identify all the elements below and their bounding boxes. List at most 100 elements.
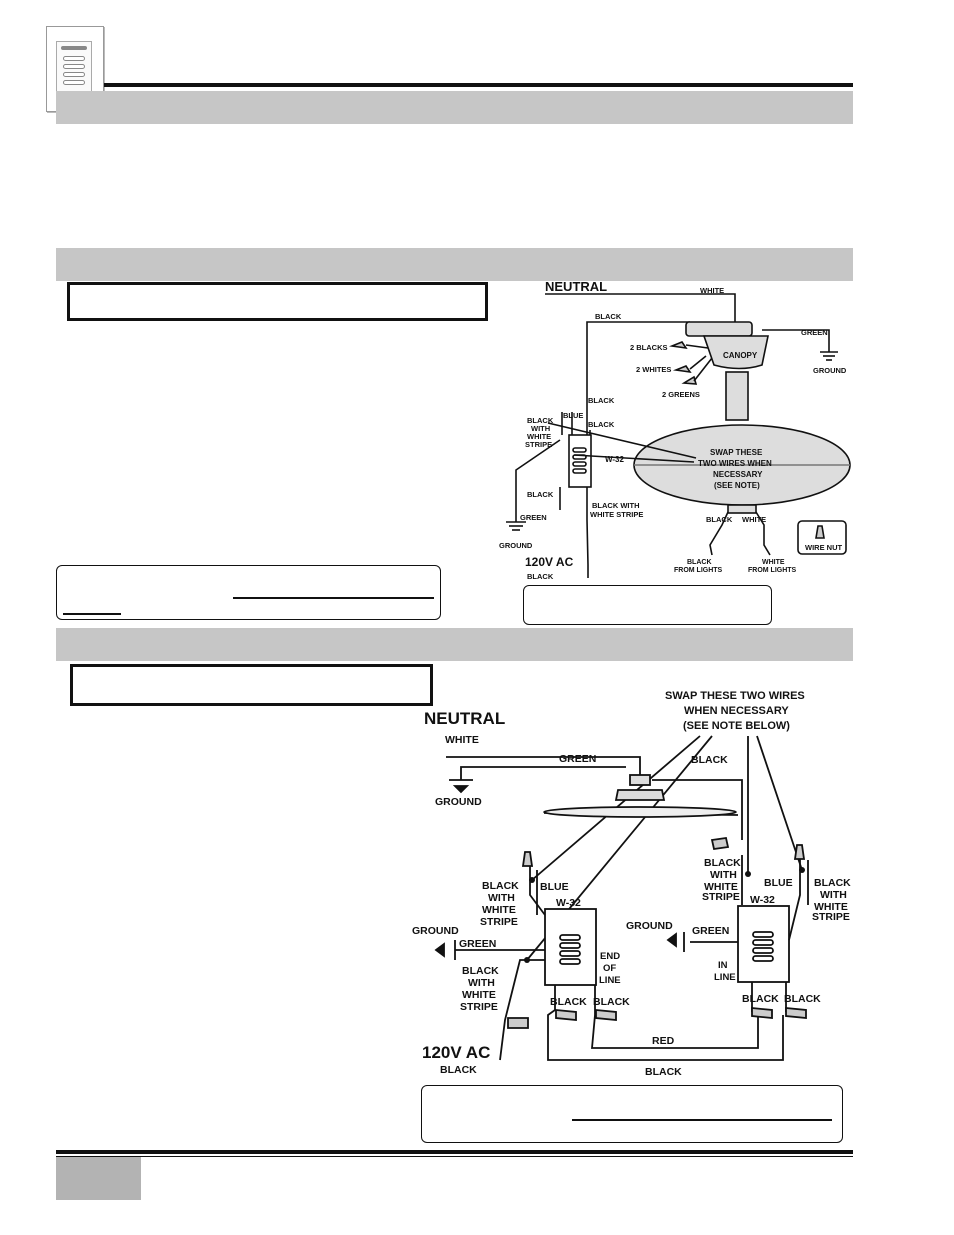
model-label: W-32 (605, 455, 625, 464)
blue-label: BLUE (563, 411, 583, 420)
control-button-icon (63, 64, 85, 69)
green-label: GREEN (459, 938, 496, 950)
two-greens-label: 2 GREENS (662, 390, 700, 399)
wiring-diagram-multi: SWAP THESE TWO WIRES WHEN NECESSARY (SEE… (412, 690, 851, 1078)
model-label: W-32 (750, 894, 775, 906)
ac-label: 120V AC (422, 1043, 490, 1062)
light-black-label: BLACK (706, 515, 733, 524)
swap-label: (SEE NOTE) (714, 481, 760, 490)
swap-label: SWAP THESE (710, 448, 763, 457)
model-label: W-32 (556, 897, 581, 909)
white-label: WHITE (700, 286, 724, 295)
light-white-label: WHITE (742, 515, 766, 524)
swap-label: (SEE NOTE BELOW) (683, 720, 790, 732)
white-label: WHITE (445, 734, 479, 746)
canopy-label: CANOPY (723, 351, 758, 360)
diagram-1-caption-box (523, 585, 772, 625)
bws-label: WHITE (482, 904, 516, 916)
swap-label: NECESSARY (713, 470, 763, 479)
bws-label: WITH (468, 977, 495, 989)
end-of-line-label: LINE (599, 975, 621, 986)
bws-label: BLACK (704, 857, 741, 869)
from-lights-label: WHITE (762, 559, 785, 566)
black-label: BLACK (593, 996, 630, 1008)
green-label: GREEN (692, 925, 729, 937)
bws-label: BLACK WITH (592, 501, 640, 510)
red-label: RED (652, 1035, 675, 1047)
ac-black-label: BLACK (527, 572, 554, 581)
note-underline (233, 597, 434, 599)
note-underline (63, 613, 121, 615)
swap-label: WHEN NECESSARY (684, 705, 789, 717)
bws-label: BLACK (482, 880, 519, 892)
neutral-label: NEUTRAL (545, 279, 607, 294)
section-header-band-1 (56, 91, 853, 124)
footer-rule (56, 1150, 853, 1154)
bws-label: WHITE (704, 881, 738, 893)
brand-logo-icon (61, 46, 87, 50)
end-of-line-label: OF (603, 963, 616, 974)
bws-label: WITH (488, 892, 515, 904)
two-blacks-label: 2 BLACKS (630, 343, 668, 352)
from-lights-label: BLACK (687, 559, 712, 566)
green-label: GREEN (520, 513, 547, 522)
blue-label: BLUE (540, 881, 569, 893)
bws-label: WITH (710, 869, 737, 881)
in-line-label: LINE (714, 972, 736, 983)
caption-underline (572, 1119, 832, 1121)
header-rule (104, 83, 853, 87)
bws-label: STRIPE (702, 891, 740, 903)
black-label: BLACK (742, 993, 779, 1005)
bws-label: BLACK (814, 877, 851, 889)
bws-label: WHITE (814, 901, 848, 913)
black-label: BLACK (645, 1066, 682, 1078)
section-3-title-box (70, 664, 433, 706)
bws-label: BLACK (527, 416, 554, 425)
control-button-icon (63, 80, 85, 85)
ac-label: 120V AC (525, 555, 574, 569)
bws-label: WITH (531, 424, 550, 433)
green-label: GREEN (801, 328, 828, 337)
black-label: BLACK (550, 996, 587, 1008)
black-label: BLACK (527, 490, 554, 499)
page-number-tab (56, 1157, 141, 1200)
bws-label: BLACK (462, 965, 499, 977)
from-lights-label: FROM LIGHTS (674, 567, 723, 574)
black-label: BLACK (588, 396, 615, 405)
black-label: BLACK (691, 754, 728, 766)
wiring-diagram-single: NEUTRAL WHITE BLACK GREEN GROUND 2 BLACK… (499, 279, 851, 581)
green-label: GREEN (559, 753, 596, 765)
ground-label: GROUND (435, 796, 482, 808)
wire-nut-label: WIRE NUT (805, 543, 842, 552)
diagram-2-caption-box (421, 1085, 843, 1143)
bws-label: STRIPE (460, 1001, 498, 1013)
two-whites-label: 2 WHITES (636, 365, 671, 374)
black-label: BLACK (595, 312, 622, 321)
section-header-band-3 (56, 628, 853, 661)
blue-label: BLUE (764, 877, 793, 889)
footer-rule-thin (56, 1156, 853, 1157)
bws-label: WHITE (462, 989, 496, 1001)
bws-label: STRIPE (480, 916, 518, 928)
swap-label: TWO WIRES WHEN (698, 459, 772, 468)
control-button-icon (63, 72, 85, 77)
in-line-label: IN (718, 960, 728, 971)
bws-label: STRIPE (525, 440, 552, 449)
ground-label: GROUND (499, 541, 533, 550)
bws-label: WHITE STRIPE (590, 510, 643, 519)
black-label: BLACK (588, 420, 615, 429)
ac-black-label: BLACK (440, 1064, 477, 1076)
control-button-icon (63, 56, 85, 61)
ground-label: GROUND (412, 925, 459, 937)
section-2-note-box (56, 565, 441, 620)
ground-label: GROUND (813, 366, 847, 375)
swap-label: SWAP THESE TWO WIRES (665, 690, 805, 702)
bws-label: STRIPE (812, 911, 850, 923)
section-2-title-box (67, 282, 488, 321)
ground-label: GROUND (626, 920, 673, 932)
bws-label: WHITE (527, 432, 551, 441)
neutral-label: NEUTRAL (424, 709, 505, 728)
black-label: BLACK (784, 993, 821, 1005)
section-header-band-2 (56, 248, 853, 281)
from-lights-label: FROM LIGHTS (748, 567, 797, 574)
